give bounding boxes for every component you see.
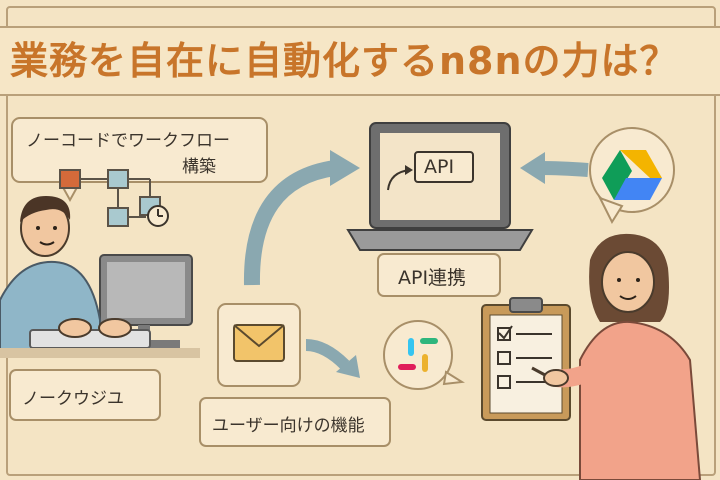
arrow-from-drive <box>539 161 589 177</box>
outer-frame <box>6 6 716 476</box>
man-at-computer <box>0 196 200 358</box>
arrow-head <box>330 150 360 186</box>
google-drive-icon <box>589 127 675 225</box>
slack-icon <box>383 320 465 390</box>
bottom-left-label: ノークウジユ <box>22 389 124 409</box>
checklist-icon <box>481 297 571 421</box>
api-integration-box <box>377 253 501 297</box>
api-integration-label: API連携 <box>398 267 467 289</box>
clock-icon <box>147 205 169 227</box>
bottom-left-box <box>9 369 161 421</box>
woman-pointing <box>531 233 702 480</box>
laptop-icon <box>346 122 534 251</box>
flowchart-icon <box>59 169 161 227</box>
nocode-label-line1: ノーコードでワークフロー <box>26 131 230 151</box>
user-features-label: ユーザー向けの機能 <box>212 416 365 436</box>
arrow-to-slack <box>305 339 350 370</box>
page-title: 業務を自在に自動化するn8nの力は？ <box>10 39 679 83</box>
user-features-box <box>199 397 391 447</box>
title-band <box>0 26 720 96</box>
api-screen-label: API <box>424 156 455 178</box>
arrow-to-laptop <box>243 160 337 286</box>
email-icon <box>217 303 301 387</box>
nocode-bubble <box>11 117 268 203</box>
nocode-label-line2: 構築 <box>182 157 216 177</box>
